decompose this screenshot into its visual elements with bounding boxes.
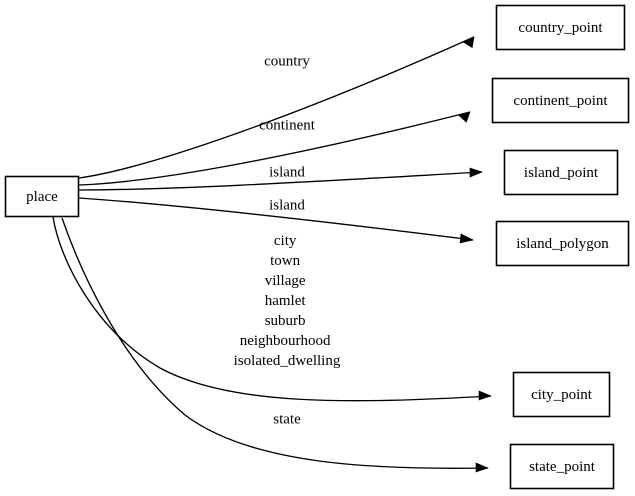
node-place[interactable]: place (4, 175, 80, 218)
node-label-island-polygon: island_polygon (516, 236, 609, 252)
node-city-point[interactable]: city_point (512, 371, 611, 418)
arrow-head-icon (475, 462, 489, 473)
node-box (495, 220, 630, 267)
edge-label-state: state (273, 411, 301, 427)
edge-place-to-city-point[interactable] (52, 216, 492, 402)
node-continent-point[interactable]: continent_point (491, 77, 630, 124)
edge-line (78, 36, 475, 179)
edge-line (78, 197, 474, 241)
node-box (503, 149, 619, 196)
edge-place-to-island-point[interactable] (78, 167, 483, 191)
edge-label-line: neighbourhood (240, 333, 331, 349)
node-island-polygon[interactable]: island_polygon (495, 220, 630, 267)
node-box (509, 443, 615, 490)
edge-label-line: city (274, 233, 297, 249)
edge-label-island-polygon: island (269, 197, 305, 213)
edge-label-island-point: island (269, 164, 305, 180)
node-label-state-point: state_point (529, 459, 596, 475)
edge-label-line: hamlet (265, 293, 307, 309)
edge-place-to-country-point[interactable] (78, 36, 478, 179)
node-label-continent-point: continent_point (513, 93, 608, 109)
arrow-head-icon (469, 167, 483, 178)
arrow-head-icon (478, 390, 492, 401)
node-box (495, 4, 626, 51)
node-country-point[interactable]: country_point (495, 4, 626, 51)
edge-line (52, 216, 492, 402)
edge-label-line: town (270, 253, 301, 269)
edge-place-to-state-point[interactable] (61, 217, 489, 473)
edge-line (78, 171, 483, 191)
edge-place-to-continent-point[interactable] (78, 111, 472, 186)
edge-label-line: suburb (265, 313, 306, 329)
edge-label-city-point: city town village hamlet suburb neighbou… (234, 233, 341, 369)
node-label-place: place (26, 189, 58, 205)
edge-label-line: isolated_dwelling (234, 353, 341, 369)
edge-label-continent: continent (259, 117, 316, 133)
node-label-country-point: country_point (518, 20, 603, 36)
node-state-point[interactable]: state_point (509, 443, 615, 490)
node-label-city-point: city_point (531, 387, 593, 403)
node-label-island-point: island_point (524, 165, 599, 181)
edge-line (78, 111, 471, 186)
edge-label-line: village (265, 273, 306, 289)
arrow-head-icon (462, 36, 475, 49)
edge-label-country: country (264, 53, 310, 69)
edge-line (61, 217, 489, 469)
node-box (512, 371, 611, 418)
node-box (491, 77, 630, 124)
node-box (4, 175, 80, 218)
node-island-point[interactable]: island_point (503, 149, 619, 196)
arrow-head-icon (457, 111, 471, 123)
arrow-head-icon (459, 233, 474, 244)
edge-place-to-island-polygon[interactable] (78, 197, 474, 244)
